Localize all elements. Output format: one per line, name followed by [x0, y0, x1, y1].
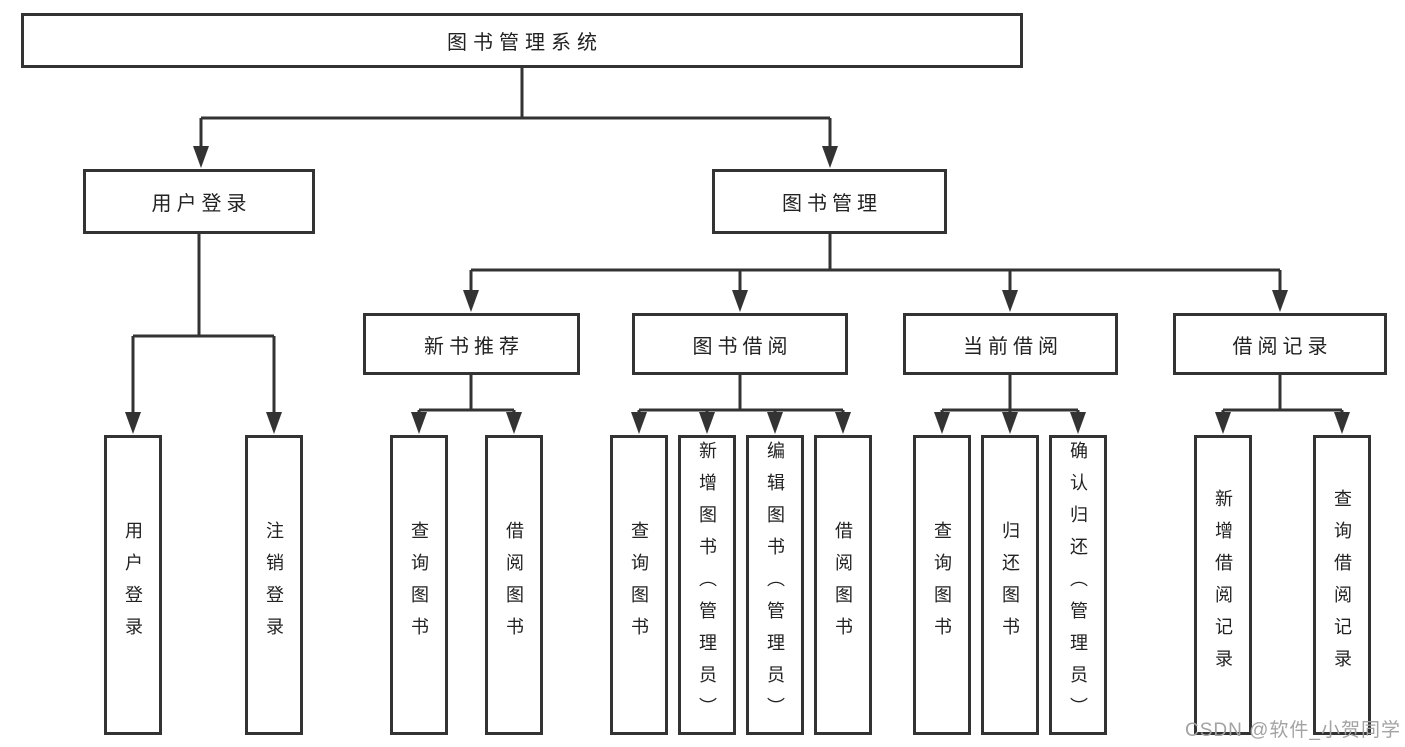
leaf-br-add-borrow-record: 新增借阅记录 [1194, 435, 1252, 735]
leaf-bb-query-books: 查询图书 [610, 435, 668, 735]
node-borrowing-records: 借阅记录 [1173, 313, 1387, 375]
leaf-bb-add-book-admin: 新增图书（管理员） [678, 435, 736, 735]
node-current-borrowing: 当前借阅 [903, 313, 1118, 375]
csdn-watermark: CSDN @软件_小贺同学 [1185, 720, 1401, 741]
leaf-logout: 注销登录 [245, 435, 303, 735]
node-new-book-recommendation: 新书推荐 [363, 313, 580, 375]
leaf-user-login: 用户登录 [104, 435, 162, 735]
leaf-nb-query-books: 查询图书 [390, 435, 448, 735]
node-book-borrowing: 图书借阅 [632, 313, 848, 375]
node-user-login: 用户登录 [83, 169, 315, 234]
node-book-management: 图书管理 [712, 169, 947, 234]
leaf-br-query-borrow-record: 查询借阅记录 [1313, 435, 1371, 735]
node-library-management-system: 图书管理系统 [21, 13, 1023, 68]
leaf-cb-query-books: 查询图书 [913, 435, 971, 735]
leaf-cb-confirm-return-admin: 确认归还（管理员） [1049, 435, 1107, 735]
leaf-cb-return-books: 归还图书 [981, 435, 1039, 735]
leaf-nb-borrow-books: 借阅图书 [485, 435, 543, 735]
leaf-bb-borrow-books: 借阅图书 [814, 435, 872, 735]
leaf-bb-edit-book-admin: 编辑图书（管理员） [746, 435, 804, 735]
